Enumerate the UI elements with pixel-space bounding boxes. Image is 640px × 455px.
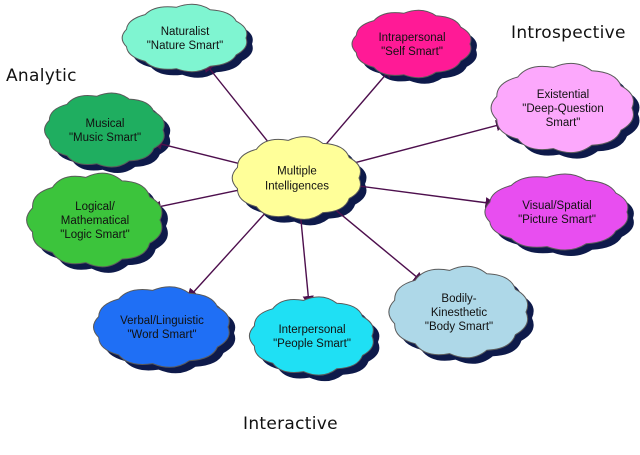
node-interpersonal: Interpersonal "People Smart" xyxy=(248,296,374,376)
musical-label-line: Musical xyxy=(86,118,125,130)
center-cloud-shape xyxy=(231,136,361,220)
naturalist-cloud-shape xyxy=(121,3,248,73)
node-bodily-kinesthetic: Bodily- Kinesthetic "Body Smart" xyxy=(388,265,529,359)
verbal-linguistic-label-line: "Word Smart" xyxy=(127,329,196,341)
center-label-line: Intelligences xyxy=(265,181,329,193)
existential-label-line: Existential xyxy=(537,89,589,101)
bodily-kinesthetic-label-line: Bodily- xyxy=(441,293,476,305)
logical-mathematical-label-line: "Logic Smart" xyxy=(60,229,130,241)
bodily-kinesthetic-cloud-shape xyxy=(388,265,529,359)
visual-spatial-label-line: Visual/Spatial xyxy=(522,200,591,212)
verbal-linguistic-cloud-shape xyxy=(93,286,230,368)
arrow-to-interpersonal xyxy=(299,209,314,308)
bodily-kinesthetic-label-line: "Body Smart" xyxy=(425,321,493,333)
arrow-to-verbal-linguistic xyxy=(186,205,272,300)
visual-spatial-label-line: "Picture Smart" xyxy=(518,214,596,226)
arrow-to-bodily-kinesthetic xyxy=(328,203,425,284)
musical-label-line: "Music Smart" xyxy=(69,132,141,144)
node-verbal-linguistic: Verbal/Linguistic "Word Smart" xyxy=(93,286,230,368)
intrapersonal-cloud-shape xyxy=(351,9,472,79)
arrow-to-intrapersonal xyxy=(321,66,393,150)
node-naturalist: Naturalist "Nature Smart" xyxy=(121,3,248,73)
arrow-to-visual-spatial xyxy=(351,184,497,209)
group-label-interactive: Interactive xyxy=(243,414,338,434)
arrow-to-logical-mathematical xyxy=(149,188,245,212)
existential-cloud-shape xyxy=(490,62,634,154)
logical-mathematical-label-line: Logical/ xyxy=(75,201,115,213)
visual-spatial-cloud-shape xyxy=(484,173,629,251)
logical-mathematical-label-line: Mathematical xyxy=(61,215,129,227)
existential-label-line: Smart" xyxy=(546,117,581,129)
group-label-analytic: Analytic xyxy=(6,66,77,86)
naturalist-label-line: "Nature Smart" xyxy=(147,40,224,52)
node-musical: Musical "Music Smart" xyxy=(44,92,165,168)
verbal-linguistic-label-line: Verbal/Linguistic xyxy=(120,315,204,327)
naturalist-label-line: Naturalist xyxy=(161,26,210,38)
arrow-to-existential xyxy=(347,120,508,166)
interpersonal-label-line: Interpersonal xyxy=(278,324,345,336)
arrow-to-naturalist xyxy=(203,60,275,150)
existential-label-line: "Deep-Question xyxy=(522,103,603,115)
intrapersonal-label-line: Intrapersonal xyxy=(378,32,445,44)
arrow-to-musical xyxy=(151,138,246,166)
group-label-introspective: Introspective xyxy=(511,23,626,43)
bodily-kinesthetic-label-line: Kinesthetic xyxy=(431,307,488,319)
node-visual-spatial: Visual/Spatial "Picture Smart" xyxy=(484,173,629,251)
interpersonal-cloud-shape xyxy=(248,296,374,376)
intrapersonal-label-line: "Self Smart" xyxy=(381,46,443,58)
musical-cloud-shape xyxy=(44,92,165,168)
center-label-line: Multiple xyxy=(277,166,317,178)
interpersonal-label-line: "People Smart" xyxy=(273,338,351,350)
logical-mathematical-cloud-shape xyxy=(26,172,163,268)
node-logical-mathematical: Logical/Mathematical "Logic Smart" xyxy=(26,172,163,268)
node-intrapersonal: Intrapersonal "Self Smart" xyxy=(351,9,472,79)
